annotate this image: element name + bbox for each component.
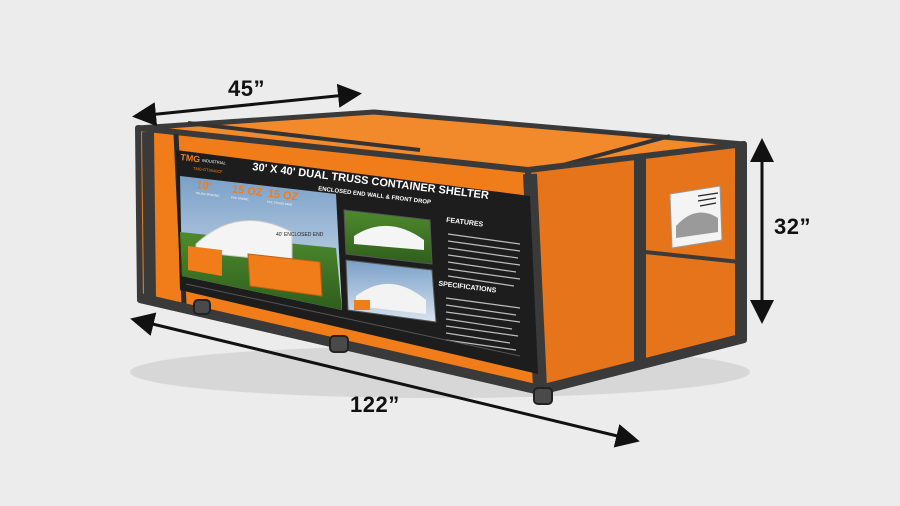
- badge-value: 15 OZ: [267, 188, 299, 204]
- badge-label: PVC FABRIC: [231, 195, 250, 201]
- width-dimension-label: 45”: [228, 76, 265, 101]
- length-dimension-arrow: [130, 312, 640, 448]
- brand-logo: TMG: [180, 152, 201, 164]
- model-number: TMG-DT3040CF: [193, 166, 224, 175]
- features-heading: FEATURES: [446, 217, 484, 229]
- end-wall-dome: [354, 225, 424, 250]
- top-strap-left: [187, 121, 421, 152]
- side-label-dome: [676, 212, 718, 238]
- badge-value: 10': [196, 179, 213, 193]
- badge-label: PVC TRUSS TAPE: [267, 200, 293, 207]
- front-drop-container: [354, 300, 370, 310]
- caster-wheel: [329, 335, 349, 353]
- container-right: [247, 253, 323, 297]
- frame-post-front-left: [142, 131, 156, 299]
- width-dimension-arrow: [132, 83, 362, 127]
- caster-wheel: [193, 299, 211, 315]
- badge-label: TRUSS SPACING: [195, 191, 220, 198]
- brand-subtitle: INDUSTRIAL: [202, 158, 227, 166]
- length-dimension-label: 122”: [350, 392, 400, 417]
- container-left: [188, 246, 222, 276]
- top-strap-right: [563, 127, 661, 139]
- caster-wheel: [533, 387, 553, 405]
- front-drop-dome: [356, 283, 426, 314]
- shipping-crate: 40' ENCLOSED END 30' X 40' DUAL TRUSS CO…: [130, 109, 750, 405]
- photo-label: 40' ENCLOSED END: [276, 232, 324, 238]
- side-strap: [644, 250, 741, 264]
- badge-value: 15 OZ: [231, 183, 263, 199]
- side-label-text-lines: [697, 192, 719, 207]
- height-dimension-label: 32”: [774, 214, 811, 239]
